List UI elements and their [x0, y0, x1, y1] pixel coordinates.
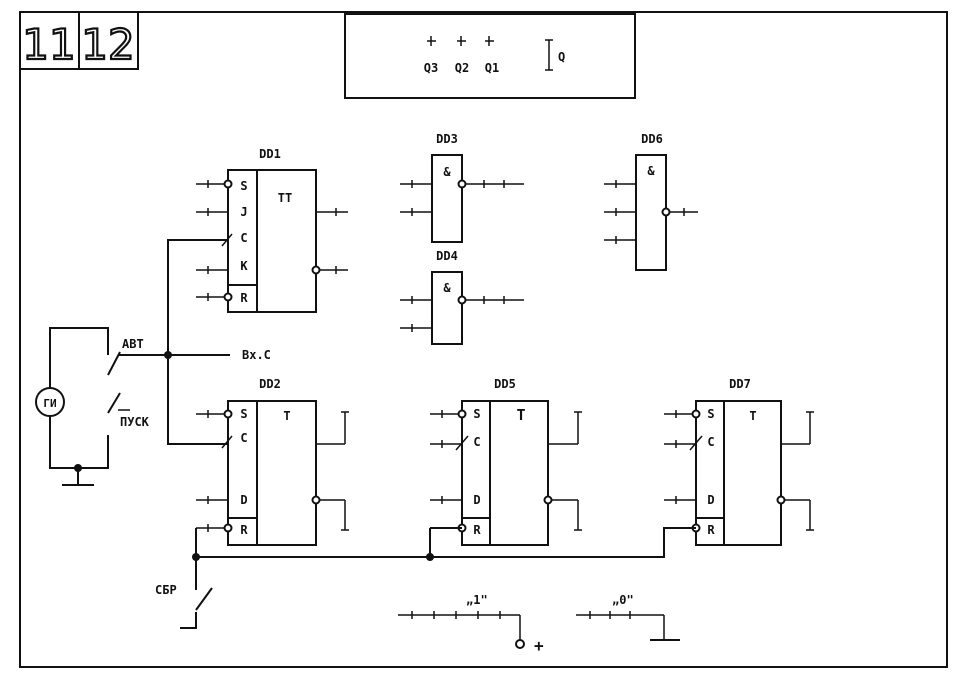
clock-bus [167, 233, 233, 445]
dd7-pin-d: D [707, 493, 714, 507]
dd3-function: & [443, 165, 451, 179]
dd7-function: T [749, 409, 756, 423]
dd2-pin-r: R [240, 523, 248, 537]
dd2-pin-s: S [240, 407, 247, 421]
logic-one-bus [398, 611, 521, 640]
logic-zero-label: „0" [612, 593, 634, 607]
dd1-pin-k: K [240, 259, 248, 273]
dd5-pin-r: R [473, 523, 481, 537]
dd1-pin-s: S [240, 179, 247, 193]
dd7-pin-c: C [707, 435, 714, 449]
logic-zero-bus [576, 611, 680, 641]
panel-number-12: 12 [81, 20, 134, 69]
reset-bus [180, 527, 696, 629]
chip-dd4: DD4 & [400, 249, 524, 345]
indicator-label-q2: Q2 [455, 61, 469, 75]
dd5-function: T [516, 406, 525, 424]
generator-label: ГИ [43, 397, 56, 410]
dd1-pin-j: J [240, 205, 247, 219]
chip-dd5-title: DD5 [494, 377, 516, 391]
chip-dd2-title: DD2 [259, 377, 281, 391]
chip-dd1: DD1 S J C K R TT [196, 147, 348, 313]
generator-circuit: ГИ АВТ ПУСК [35, 327, 168, 486]
panel-frame [19, 11, 948, 668]
chip-dd3: DD3 & [400, 132, 524, 243]
clock-input-label: Вх.С [242, 348, 271, 362]
chip-dd6-title: DD6 [641, 132, 663, 146]
chip-dd7-title: DD7 [729, 377, 751, 391]
generator-icon [35, 387, 65, 417]
dd5-pin-s: S [473, 407, 480, 421]
indicator-panel: Q3 Q2 Q1 Q [344, 13, 636, 99]
chip-dd3-title: DD3 [436, 132, 458, 146]
dd7-pin-s: S [707, 407, 714, 421]
dd2-pin-c: C [240, 431, 247, 445]
dd4-function: & [443, 281, 451, 295]
indicator-label-q3: Q3 [424, 61, 438, 75]
dd2-function: T [283, 409, 290, 423]
pusk-button-label[interactable]: ПУСК [120, 415, 150, 429]
panel-number-11: 11 [22, 20, 75, 69]
chip-dd6: DD6 & [604, 132, 698, 271]
chip-dd4-title: DD4 [436, 249, 458, 263]
dd2-pin-d: D [240, 493, 247, 507]
dd7-pin-r: R [707, 523, 715, 537]
chip-dd2: DD2 S C D R T [196, 377, 349, 546]
chip-dd1-title: DD1 [259, 147, 281, 161]
avt-switch-label[interactable]: АВТ [122, 337, 144, 351]
indicator-label-q1: Q1 [485, 61, 499, 75]
dd6-function: & [647, 164, 655, 178]
dd5-pin-d: D [473, 493, 480, 507]
plus-label: + [534, 636, 544, 655]
dd1-pin-c: C [240, 231, 247, 245]
chip-dd7: DD7 S C D R T [664, 377, 814, 546]
reset-label[interactable]: СБР [155, 583, 177, 597]
indicator-label-q: Q [558, 50, 565, 64]
dd1-pin-r: R [240, 291, 248, 305]
logic-one-label: „1" [466, 593, 488, 607]
dd1-function: TT [278, 191, 292, 205]
chip-dd5: DD5 S C D R T [430, 377, 582, 546]
panel-number-box: 11 12 [19, 11, 139, 70]
dd5-pin-c: C [473, 435, 480, 449]
